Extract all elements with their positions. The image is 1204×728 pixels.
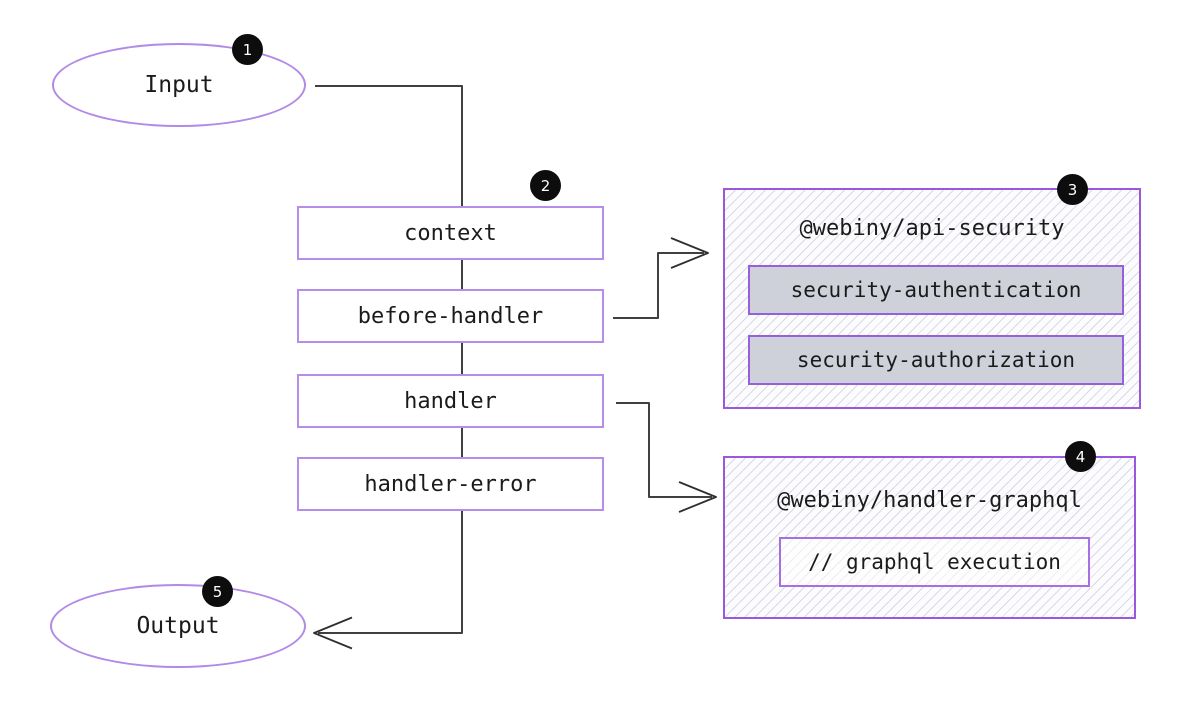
step-box-before-handler: before-handler bbox=[297, 289, 604, 343]
plugin-box-security-authorization: security-authorization bbox=[748, 335, 1124, 385]
step-number-badge-4: 4 bbox=[1065, 441, 1096, 472]
step-number-badge-1: 1 bbox=[232, 34, 263, 65]
plugin-box-graphql-execution: // graphql execution bbox=[779, 537, 1090, 587]
step-box-handler-error: handler-error bbox=[297, 457, 604, 511]
step-number-badge-2: 2 bbox=[530, 170, 561, 201]
step-box-handler: handler bbox=[297, 374, 604, 428]
plugin-label: security-authorization bbox=[796, 348, 1076, 372]
graphql-arrowhead-icon bbox=[678, 481, 717, 513]
handler-graphql-panel-title: @webiny/handler-graphql bbox=[777, 488, 1082, 513]
output-arrowhead-icon bbox=[313, 616, 353, 650]
step-label: handler bbox=[404, 388, 497, 414]
plugin-label: // graphql execution bbox=[808, 550, 1061, 574]
plugin-box-security-authentication: security-authentication bbox=[748, 265, 1124, 315]
security-arrowhead-icon bbox=[670, 237, 709, 269]
input-node-label: Input bbox=[144, 72, 214, 98]
plugin-label: security-authentication bbox=[790, 278, 1082, 302]
input-node: Input bbox=[52, 43, 306, 127]
step-label: before-handler bbox=[357, 303, 544, 329]
output-node-label: Output bbox=[136, 613, 220, 639]
step-box-context: context bbox=[297, 206, 604, 260]
handler-graphql-panel: @webiny/handler-graphql // graphql execu… bbox=[723, 456, 1136, 619]
output-node: Output bbox=[50, 584, 306, 668]
step-label: context bbox=[404, 220, 497, 246]
before-handler-to-security-line bbox=[613, 252, 704, 319]
step-number-badge-5: 5 bbox=[202, 576, 233, 607]
step-label: handler-error bbox=[364, 471, 537, 497]
handler-to-graphql-line bbox=[616, 402, 712, 498]
step-number-badge-3: 3 bbox=[1057, 174, 1088, 205]
main-flow-line bbox=[315, 85, 463, 634]
api-security-panel-title: @webiny/api-security bbox=[799, 216, 1065, 241]
api-security-panel: @webiny/api-security security-authentica… bbox=[723, 188, 1141, 409]
